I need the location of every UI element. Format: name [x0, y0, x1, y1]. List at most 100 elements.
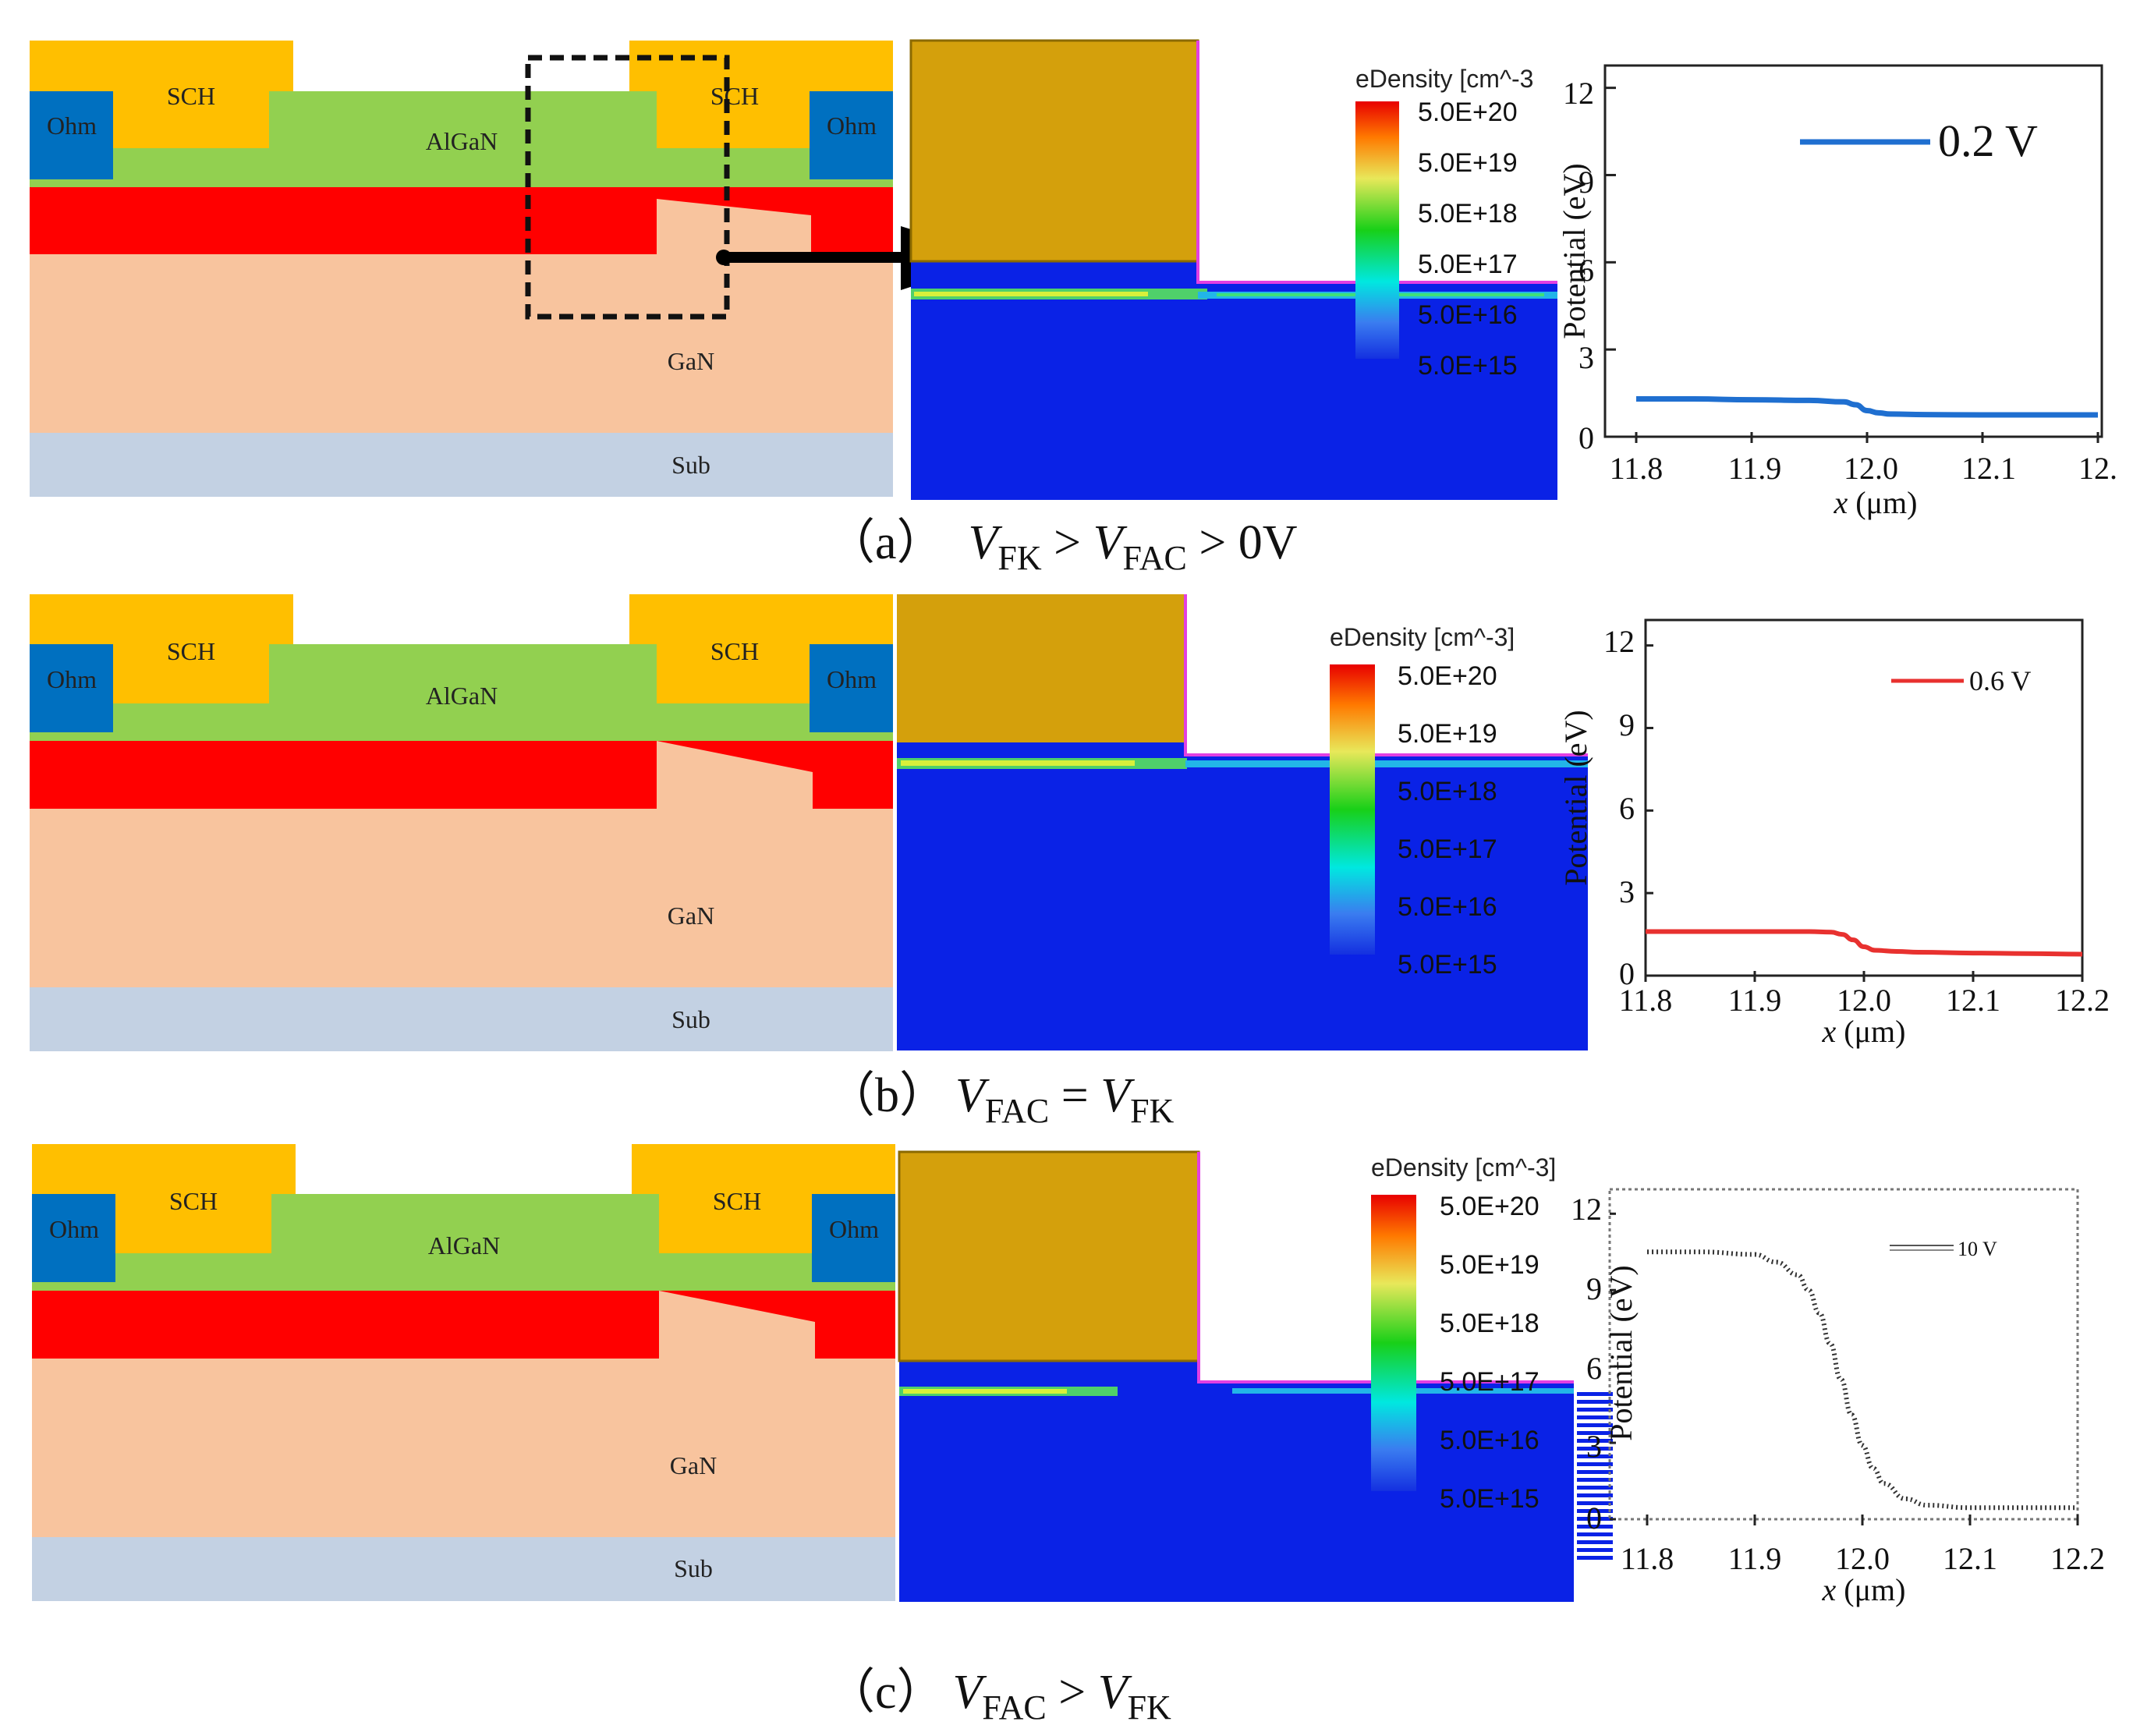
surface-outline [1196, 41, 1557, 284]
stripe [1577, 1525, 1613, 1529]
legend-text: 0.6 V [1969, 665, 2031, 696]
sub-label: Sub [674, 1554, 713, 1582]
caption-c: （c）VFAC > VFK [827, 1666, 1171, 1727]
x-tick-label: 11.8 [1621, 1541, 1674, 1576]
sch-left-label: SCH [167, 82, 215, 110]
ohm-right [810, 644, 893, 732]
x-tick-label: 11.8 [1619, 983, 1673, 1018]
caption-b: （b）VFAC = VFK [827, 1069, 1175, 1130]
x-tick-label: 11.8 [1610, 451, 1664, 486]
caption-op: > 0V [1187, 516, 1298, 569]
x-tick-label: 12.1 [1946, 983, 2000, 1018]
caption-var: V [1098, 1666, 1132, 1719]
x-tick-label: 11.9 [1728, 983, 1782, 1018]
sub-label: Sub [671, 1005, 710, 1033]
stripe-artifact [1577, 1392, 1613, 1560]
channel-depletion [657, 199, 811, 254]
x-axis-label: x (μm) [1834, 485, 1918, 520]
legend-text: 10 V [1958, 1238, 1997, 1260]
2deg-right [1185, 760, 1588, 767]
potential-curve-a [1636, 396, 2098, 418]
y-tick-label: 9 [1578, 165, 1594, 200]
caption-var: V [1100, 1069, 1135, 1122]
x-tick-label: 12.1 [1961, 451, 2016, 486]
stripe [1577, 1532, 1613, 1536]
device-a: SCH SCH Ohm Ohm AlGaN GaN Sub [30, 41, 1002, 497]
gate-metal [897, 594, 1185, 742]
stripe [1577, 1400, 1613, 1404]
x-var: x [1822, 1014, 1837, 1049]
sch-right-body [659, 1144, 815, 1253]
y-axis-label: Potential (eV) [1558, 710, 1593, 886]
gan-label: GaN [670, 1451, 717, 1479]
colorbar-tick: 5.0E+19 [1440, 1250, 1540, 1280]
colorbar-b: eDensity [cm^-3] 5.0E+20 5.0E+19 5.0E+18… [1330, 623, 1515, 980]
stripe [1577, 1439, 1613, 1443]
caption-op: > [1047, 1666, 1098, 1719]
stripe [1577, 1415, 1613, 1419]
y-tick-label: 6 [1619, 791, 1635, 826]
stripe [1577, 1454, 1613, 1458]
caption-var: V [955, 1069, 990, 1122]
plot-frame [1603, 64, 2103, 438]
row-b: SCH SCH Ohm Ohm AlGaN GaN Sub eDensity [… [30, 594, 2110, 1130]
y-tick-label: 9 [1619, 707, 1635, 742]
row-a: SCH SCH Ohm Ohm AlGaN GaN Sub eDens [30, 39, 2117, 577]
surface-outline [1197, 1152, 1574, 1383]
x-unit: (μm) [1844, 1572, 1905, 1607]
colorbar-tick: 5.0E+17 [1418, 250, 1518, 279]
x-tick-label: 12.2 [2050, 1541, 2105, 1576]
ohm-right-label: Ohm [827, 665, 877, 693]
y-tick-label: 12 [1563, 76, 1594, 111]
colorbar-title: eDensity [cm^-3] [1371, 1153, 1556, 1182]
caption-op: = [1049, 1069, 1100, 1122]
colorbar-gradient [1371, 1195, 1416, 1491]
stripe [1577, 1540, 1613, 1544]
x-unit: (μm) [1855, 485, 1917, 520]
colorbar-tick: 5.0E+16 [1398, 892, 1497, 922]
y-tick-label: 12 [1603, 624, 1635, 659]
caption-prefix: （c） [827, 1666, 945, 1719]
colorbar-tick: 5.0E+19 [1398, 719, 1497, 749]
ohm-right-label: Ohm [829, 1215, 879, 1243]
potential-curve-c [1647, 1249, 2078, 1511]
potential-plot-c: 0 3 6 9 12 11.8 11.9 12.0 12.1 12.2 Pote… [1571, 1188, 2105, 1607]
caption-var: V [1093, 516, 1128, 569]
algan-label: AlGaN [426, 127, 498, 155]
colorbar-c: eDensity [cm^-3] 5.0E+20 5.0E+19 5.0E+18… [1371, 1153, 1556, 1514]
sub-layer [30, 433, 893, 497]
caption-prefix: （a） [827, 516, 945, 569]
sch-right-body [657, 594, 813, 703]
gate-metal [909, 39, 1199, 263]
plot-frame [1608, 1188, 2079, 1521]
y-axis-label: Potential (eV) [1557, 163, 1592, 339]
sch-right-label: SCH [713, 1187, 761, 1215]
x-tick-label: 12.0 [1837, 983, 1891, 1018]
density-map-b [897, 594, 1588, 1050]
potential-plot-a: 0 3 6 9 12 11.8 11.9 12.0 12.1 12. Poten… [1557, 64, 2117, 520]
colorbar-tick: 5.0E+20 [1418, 97, 1518, 127]
x-axis-label: x (μm) [1822, 1014, 1906, 1049]
colorbar-tick: 5.0E+15 [1418, 351, 1518, 381]
stripe [1577, 1556, 1613, 1560]
caption-var: V [969, 516, 1003, 569]
y-tick-label: 9 [1586, 1271, 1602, 1306]
density-map-a [909, 39, 1557, 500]
stripe [1577, 1470, 1613, 1474]
colorbar-tick: 5.0E+20 [1398, 661, 1497, 691]
y-tick-label: 12 [1571, 1192, 1602, 1227]
stripe [1577, 1462, 1613, 1466]
colorbar-tick: 5.0E+17 [1440, 1367, 1540, 1397]
2deg-left-core [901, 760, 1135, 766]
caption-prefix: （b） [827, 1069, 948, 1122]
x-tick-label: 12.1 [1943, 1541, 1997, 1576]
sub-layer [30, 987, 893, 1051]
x-unit: (μm) [1844, 1014, 1905, 1049]
zoom-box [525, 55, 730, 320]
stripe [1577, 1493, 1613, 1497]
caption-op: > [1042, 516, 1093, 569]
colorbar-tick: 5.0E+19 [1418, 148, 1518, 178]
x-axis-label: x (μm) [1822, 1572, 1906, 1607]
channel-depletion [659, 1291, 815, 1359]
